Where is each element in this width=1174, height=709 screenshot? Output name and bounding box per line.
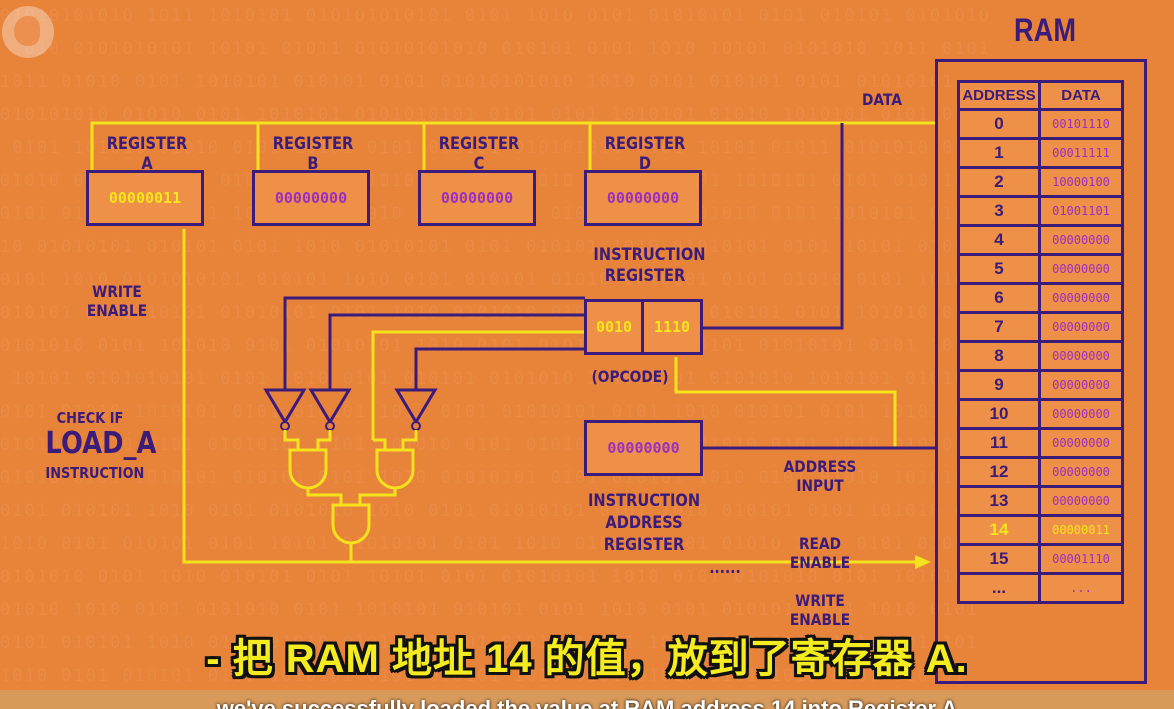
register-b-box: 00000000 [252,170,370,226]
ram-data-cell: 00000000 [1038,340,1124,372]
read-enable-label: READ ENABLE [789,534,851,572]
ram-data-cell: 00101110 [1038,108,1124,140]
ram-data-cell: 00000000 [1038,224,1124,256]
ram-address-cell: 6 [957,282,1041,314]
ram-data-cell: 10000100 [1038,166,1124,198]
subtitle-chinese: - 把 RAM 地址 14 的值，放到了寄存器 A. [206,637,968,681]
check-if-label: CHECK IF [56,409,124,427]
ram-address-cell: 7 [957,311,1041,343]
opcode-label: (OPCODE) [591,367,669,386]
register-c-label: REGISTER C [438,134,520,174]
ram-address-cell: 0 [957,108,1041,140]
ram-address-cell: 15 [957,543,1041,575]
ram-data-cell: 00000000 [1038,485,1124,517]
write-enable-label: WRITE ENABLE [789,591,851,629]
ram-address-cell: 2 [957,166,1041,198]
load-a-label: LOAD_A [45,426,157,461]
ram-data-cell: 00000000 [1038,311,1124,343]
pbs-logo-icon [2,6,54,58]
register-d-label: REGISTER D [604,134,686,174]
ram-title: RAM [1014,12,1076,48]
ram-data-cell: 00000000 [1038,253,1124,285]
register-c-box: 00000000 [418,170,536,226]
ram-data-cell: 00000000 [1038,456,1124,488]
bottom-strip [0,690,1174,709]
address-input-label: ADDRESS INPUT [783,457,857,495]
ram-address-cell: 8 [957,340,1041,372]
register-a-box: 00000011 [86,170,204,226]
opcode-box: 0010 [584,299,644,355]
ram-address-cell: 13 [957,485,1041,517]
ram-frame [935,59,1147,684]
ram-data-cell: 00011111 [1038,137,1124,169]
ram-data-cell: 01001101 [1038,195,1124,227]
ram-address-cell: 9 [957,369,1041,401]
ram-address-cell: 5 [957,253,1041,285]
ram-address-cell: 4 [957,224,1041,256]
write-enable-dots: ······ [709,562,741,581]
ram-data-header: DATA [1038,80,1124,111]
ram-data-cell: 00000000 [1038,398,1124,430]
ram-header-row: ADDRESS DATA [957,80,1124,111]
ram-data-cell: 00000000 [1038,369,1124,401]
instruction-register-label: INSTRUCTION REGISTER [593,245,706,286]
ram-data-cell: 00000000 [1038,427,1124,459]
ram-row: ...... [957,572,1124,604]
ram-data-cell: 00001110 [1038,543,1124,575]
instruction-address-register-label: INSTRUCTION ADDRESS REGISTER [587,491,701,555]
subtitle-english: we've successfully loaded the value at R… [216,696,958,709]
ram-address-cell: 3 [957,195,1041,227]
register-b-label: REGISTER B [272,134,354,174]
ram-data-cell: 00000011 [1038,514,1124,546]
instruction-label: INSTRUCTION [45,464,145,482]
register-d-box: 00000000 [584,170,702,226]
ram-address-cell: 10 [957,398,1041,430]
ram-data-cell: ... [1038,572,1124,604]
ram-data-cell: 00000000 [1038,282,1124,314]
ram-address-cell: 11 [957,427,1041,459]
write-enable-left-label: WRITE ENABLE [86,282,148,320]
ram-address-cell: 14 [957,514,1041,546]
instruction-address-register-box: 00000000 [584,420,703,476]
address-box: 1110 [641,299,703,355]
ram-address-cell: 1 [957,137,1041,169]
ram-address-header: ADDRESS [957,80,1041,111]
ram-address-cell: ... [957,572,1041,604]
ram-address-cell: 12 [957,456,1041,488]
data-bus-label: DATA [862,90,902,109]
register-a-label: REGISTER A [106,134,188,174]
